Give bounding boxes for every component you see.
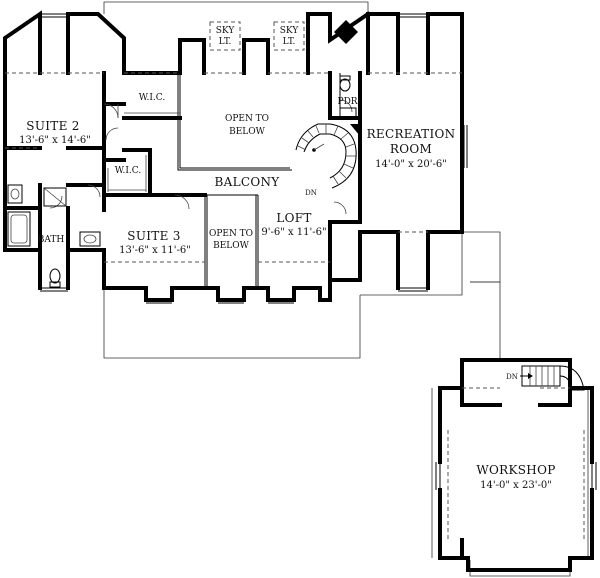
wic-upper-label: W.I.C. [139,93,166,103]
loft-name: LOFT [276,211,311,225]
pdr-label: PDR. [338,97,361,107]
stair-dn-workshop: DN [506,373,518,381]
skylight-left-line2: LT. [219,37,232,47]
loft-dims: 9'-6" x 11'-6" [261,227,326,238]
stair-dn-main: DN [305,189,317,197]
interior-walls [3,71,362,290]
windows [40,13,428,304]
roof-outline [103,1,589,577]
skylight-right-box [273,21,305,51]
chimney-icon [334,20,358,44]
workshop-name: WORKSHOP [476,463,555,477]
recreation-line1: RECREATION [367,127,456,141]
main-staircase [295,123,357,189]
open-below-small-line1: OPEN TO [209,229,253,239]
doors [49,99,353,215]
skylight-left-line1: SKY [216,26,236,36]
open-below-small-line2: BELOW [213,241,250,251]
open-below-center-line1: OPEN TO [225,114,269,124]
recreation-dims: 14'-0" x 20'-6" [375,159,447,170]
bathtub-icon [7,211,31,247]
ceiling-lines [5,72,462,263]
open-below-center-line2: BELOW [229,127,266,137]
labels: SUITE 2 13'-6" x 14'-6" W.I.C. SKY LT. S… [19,26,555,491]
toilet-icon [49,268,61,284]
recreation-line2: ROOM [390,142,432,156]
workshop-dims: 14'-0" x 23'-0" [480,480,552,491]
exterior-walls [3,10,464,302]
balcony-label: BALCONY [215,175,281,189]
skylight-left-box [209,21,241,51]
wic-lower-label: W.I.C. [115,166,142,176]
suite2-name: SUITE 2 [26,119,79,133]
workshop-building [435,358,597,572]
suite3-name: SUITE 3 [127,229,180,243]
suite2-dims: 13'-6" x 14'-6" [19,135,91,146]
skylights [209,21,305,51]
bath-label: BATH [38,235,65,245]
suite3-dims: 13'-6" x 11'-6" [119,245,191,256]
fixtures [7,75,468,288]
skylight-right-line2: LT. [283,37,296,47]
skylight-right-line1: SKY [280,26,300,36]
